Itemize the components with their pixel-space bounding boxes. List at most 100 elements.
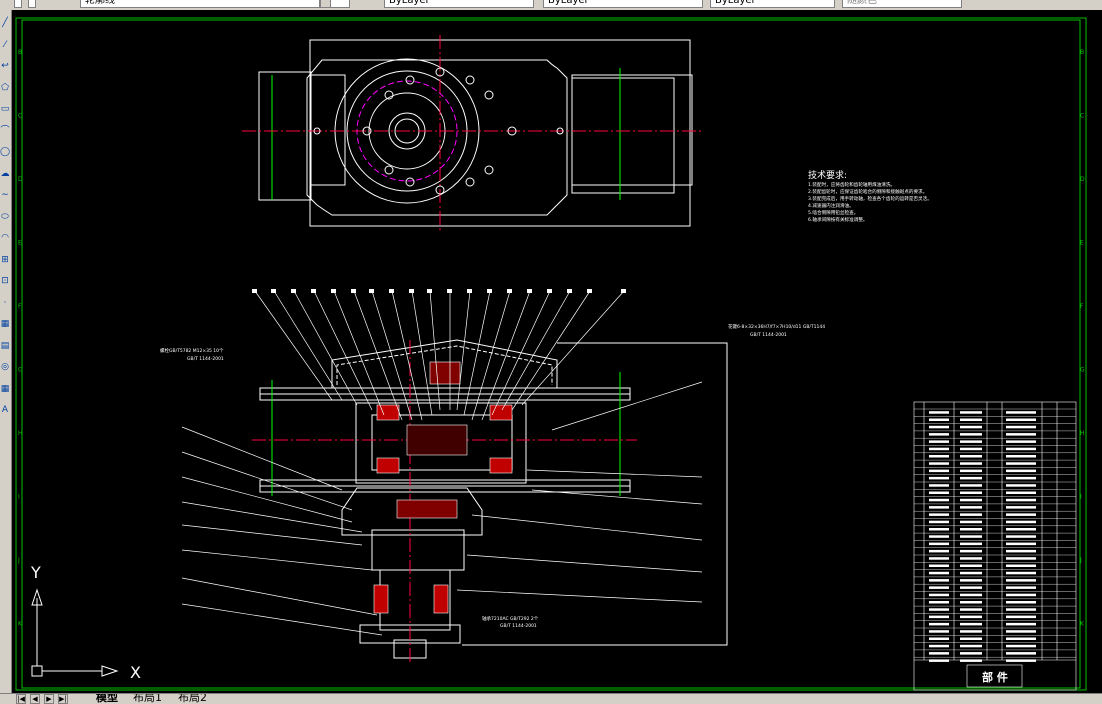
gradient-icon[interactable]: ▤	[0, 340, 10, 351]
tab-model[interactable]: 模型	[96, 693, 118, 704]
parts-cell-text	[929, 644, 949, 648]
lineweight-control-dropdown[interactable]: ByLayer	[710, 0, 835, 8]
tech-requirements-notes: 1.装配时，应将齿轮和齿轮轴用煤油清洗。 2.装配齿轮时，应保证齿轮啮合的侧隙和…	[808, 181, 932, 223]
parts-list-rows	[914, 408, 1076, 662]
parts-cell-text	[1006, 615, 1036, 619]
zone-letter: F	[18, 303, 22, 310]
annotation-spline: 花键6-8×32×36H7/f7×7H10/d11 GB/T1144	[728, 323, 825, 330]
plotstyle-control-dropdown[interactable]: 随颜色	[842, 0, 962, 8]
drawing-border	[15, 17, 1087, 691]
tech-note: 6.轴承间隙按有关标准调整。	[808, 216, 868, 223]
parts-cell-text	[960, 418, 982, 421]
ellipse-arc-icon[interactable]: ◠	[1, 233, 9, 243]
parts-cell-text	[929, 622, 949, 626]
layout-tabbar: |◀ ◀ ▶ ▶| 模型 布局1 布局2	[0, 693, 1102, 704]
parts-cell-text	[960, 469, 982, 473]
make-layer-current-icon[interactable]	[330, 0, 350, 8]
color-control-dropdown[interactable]: ByLayer	[384, 0, 534, 8]
zone-letter: H	[1080, 430, 1085, 437]
zone-letter: B	[18, 49, 22, 56]
parts-cell-text	[1006, 652, 1036, 655]
parts-cell-text	[960, 462, 982, 465]
parts-cell-text	[960, 557, 982, 560]
tab-layout2[interactable]: 布局2	[178, 693, 207, 704]
zone-letter: K	[1080, 621, 1085, 628]
hatch-icon[interactable]: ▦	[0, 319, 10, 329]
parts-cell-text	[960, 528, 982, 531]
insert-block-icon[interactable]: ⊞	[1, 254, 9, 265]
parts-cell-text	[960, 440, 982, 443]
parts-cell-text	[960, 476, 982, 480]
parts-cell-text	[929, 491, 949, 494]
parts-cell-text	[1006, 542, 1036, 546]
point-icon[interactable]: ·	[3, 297, 7, 308]
polygon-icon[interactable]: ⬠	[1, 82, 9, 93]
leader-lines	[181, 290, 703, 636]
parts-cell-text	[960, 549, 982, 553]
drawing-inner-border	[21, 19, 1081, 689]
parts-cell-text	[929, 520, 949, 524]
parts-cell-text	[960, 535, 982, 538]
top-view	[242, 35, 702, 230]
tab-layout1[interactable]: 布局1	[133, 693, 162, 704]
parts-cell-text	[960, 498, 982, 502]
draw-toolbar: ╱ ⁄ ↩ ⬠ ▭ ⌒ ◯ ☁ ∼ ⬭ ◠ ⊞ ⊡ · ▦ ▤ ◎ ▦ A	[0, 10, 12, 693]
parts-cell-text	[1006, 462, 1036, 465]
rectangle-icon[interactable]: ▭	[0, 104, 10, 114]
parts-cell-text	[1006, 593, 1036, 597]
section-hatching	[373, 361, 513, 614]
parts-cell-text	[929, 593, 949, 597]
layer-control-dropdown[interactable]: 轮廓线	[80, 0, 320, 8]
multiline-text-icon[interactable]: A	[1, 405, 9, 415]
revision-cloud-icon[interactable]: ☁	[0, 168, 10, 179]
leader-tags	[252, 289, 626, 293]
drawing-canvas[interactable]: 技术要求: 1.装配时，应将齿轮和齿轮轴用煤油清洗。 2.装配齿轮时，应保证齿轮…	[12, 10, 1102, 693]
parts-cell-text	[929, 652, 949, 655]
ellipse-icon[interactable]: ⬭	[1, 211, 9, 222]
make-block-icon[interactable]: ⊡	[1, 276, 9, 286]
parts-cell-text	[929, 630, 949, 633]
parts-cell-text	[960, 593, 982, 597]
zone-letter: J	[17, 557, 20, 564]
layer-freeze-icon[interactable]	[28, 0, 36, 8]
parts-cell-text	[1006, 520, 1036, 524]
zone-letter: G	[18, 367, 23, 374]
parts-cell-text	[1006, 601, 1036, 604]
parts-cell-text	[1006, 622, 1036, 626]
region-icon[interactable]: ◎	[1, 362, 9, 372]
linetype-control-dropdown[interactable]: ByLayer	[543, 0, 703, 8]
parts-cell-text	[1006, 433, 1036, 436]
table-icon[interactable]: ▦	[0, 383, 10, 394]
parts-cell-text	[929, 455, 949, 458]
zone-letter: J	[1079, 557, 1082, 564]
parts-cell-text	[929, 447, 949, 451]
spline-icon[interactable]: ∼	[1, 190, 9, 200]
circle-icon[interactable]: ◯	[0, 147, 11, 157]
parts-cell-text	[1006, 528, 1036, 531]
parts-cell-text	[1006, 564, 1036, 567]
parts-cell-text	[929, 469, 949, 473]
line-icon[interactable]: ╱	[2, 18, 8, 28]
parts-cell-text	[929, 586, 949, 589]
parts-cell-text	[929, 659, 949, 662]
zone-letter: D	[1080, 176, 1085, 183]
polyline-icon[interactable]: ↩	[1, 61, 9, 71]
parts-cell-text	[1006, 476, 1036, 480]
parts-cell-text	[960, 659, 982, 662]
arc-icon[interactable]: ⌒	[0, 125, 10, 136]
zone-letter: E	[18, 240, 22, 247]
tech-note: 1.装配时，应将齿轮和齿轮轴用煤油清洗。	[808, 181, 895, 188]
construction-line-icon[interactable]: ⁄	[4, 39, 6, 50]
title-block-label: 部 件	[982, 670, 1008, 684]
layer-state-icon[interactable]	[14, 0, 22, 8]
tech-note: 3.装配完成后，用手转动轴，检查各个齿轮的运转是否灵活。	[808, 195, 932, 202]
parts-cell-text	[929, 484, 949, 487]
parts-cell-text	[960, 644, 982, 648]
parts-cell-text	[960, 506, 982, 509]
bolt-holes	[313, 67, 564, 195]
ucs-x-label: X	[130, 663, 141, 682]
parts-cell-text	[960, 615, 982, 619]
parts-cell-text	[929, 433, 949, 436]
parts-cell-text	[929, 579, 949, 582]
parts-cell-text	[929, 462, 949, 465]
